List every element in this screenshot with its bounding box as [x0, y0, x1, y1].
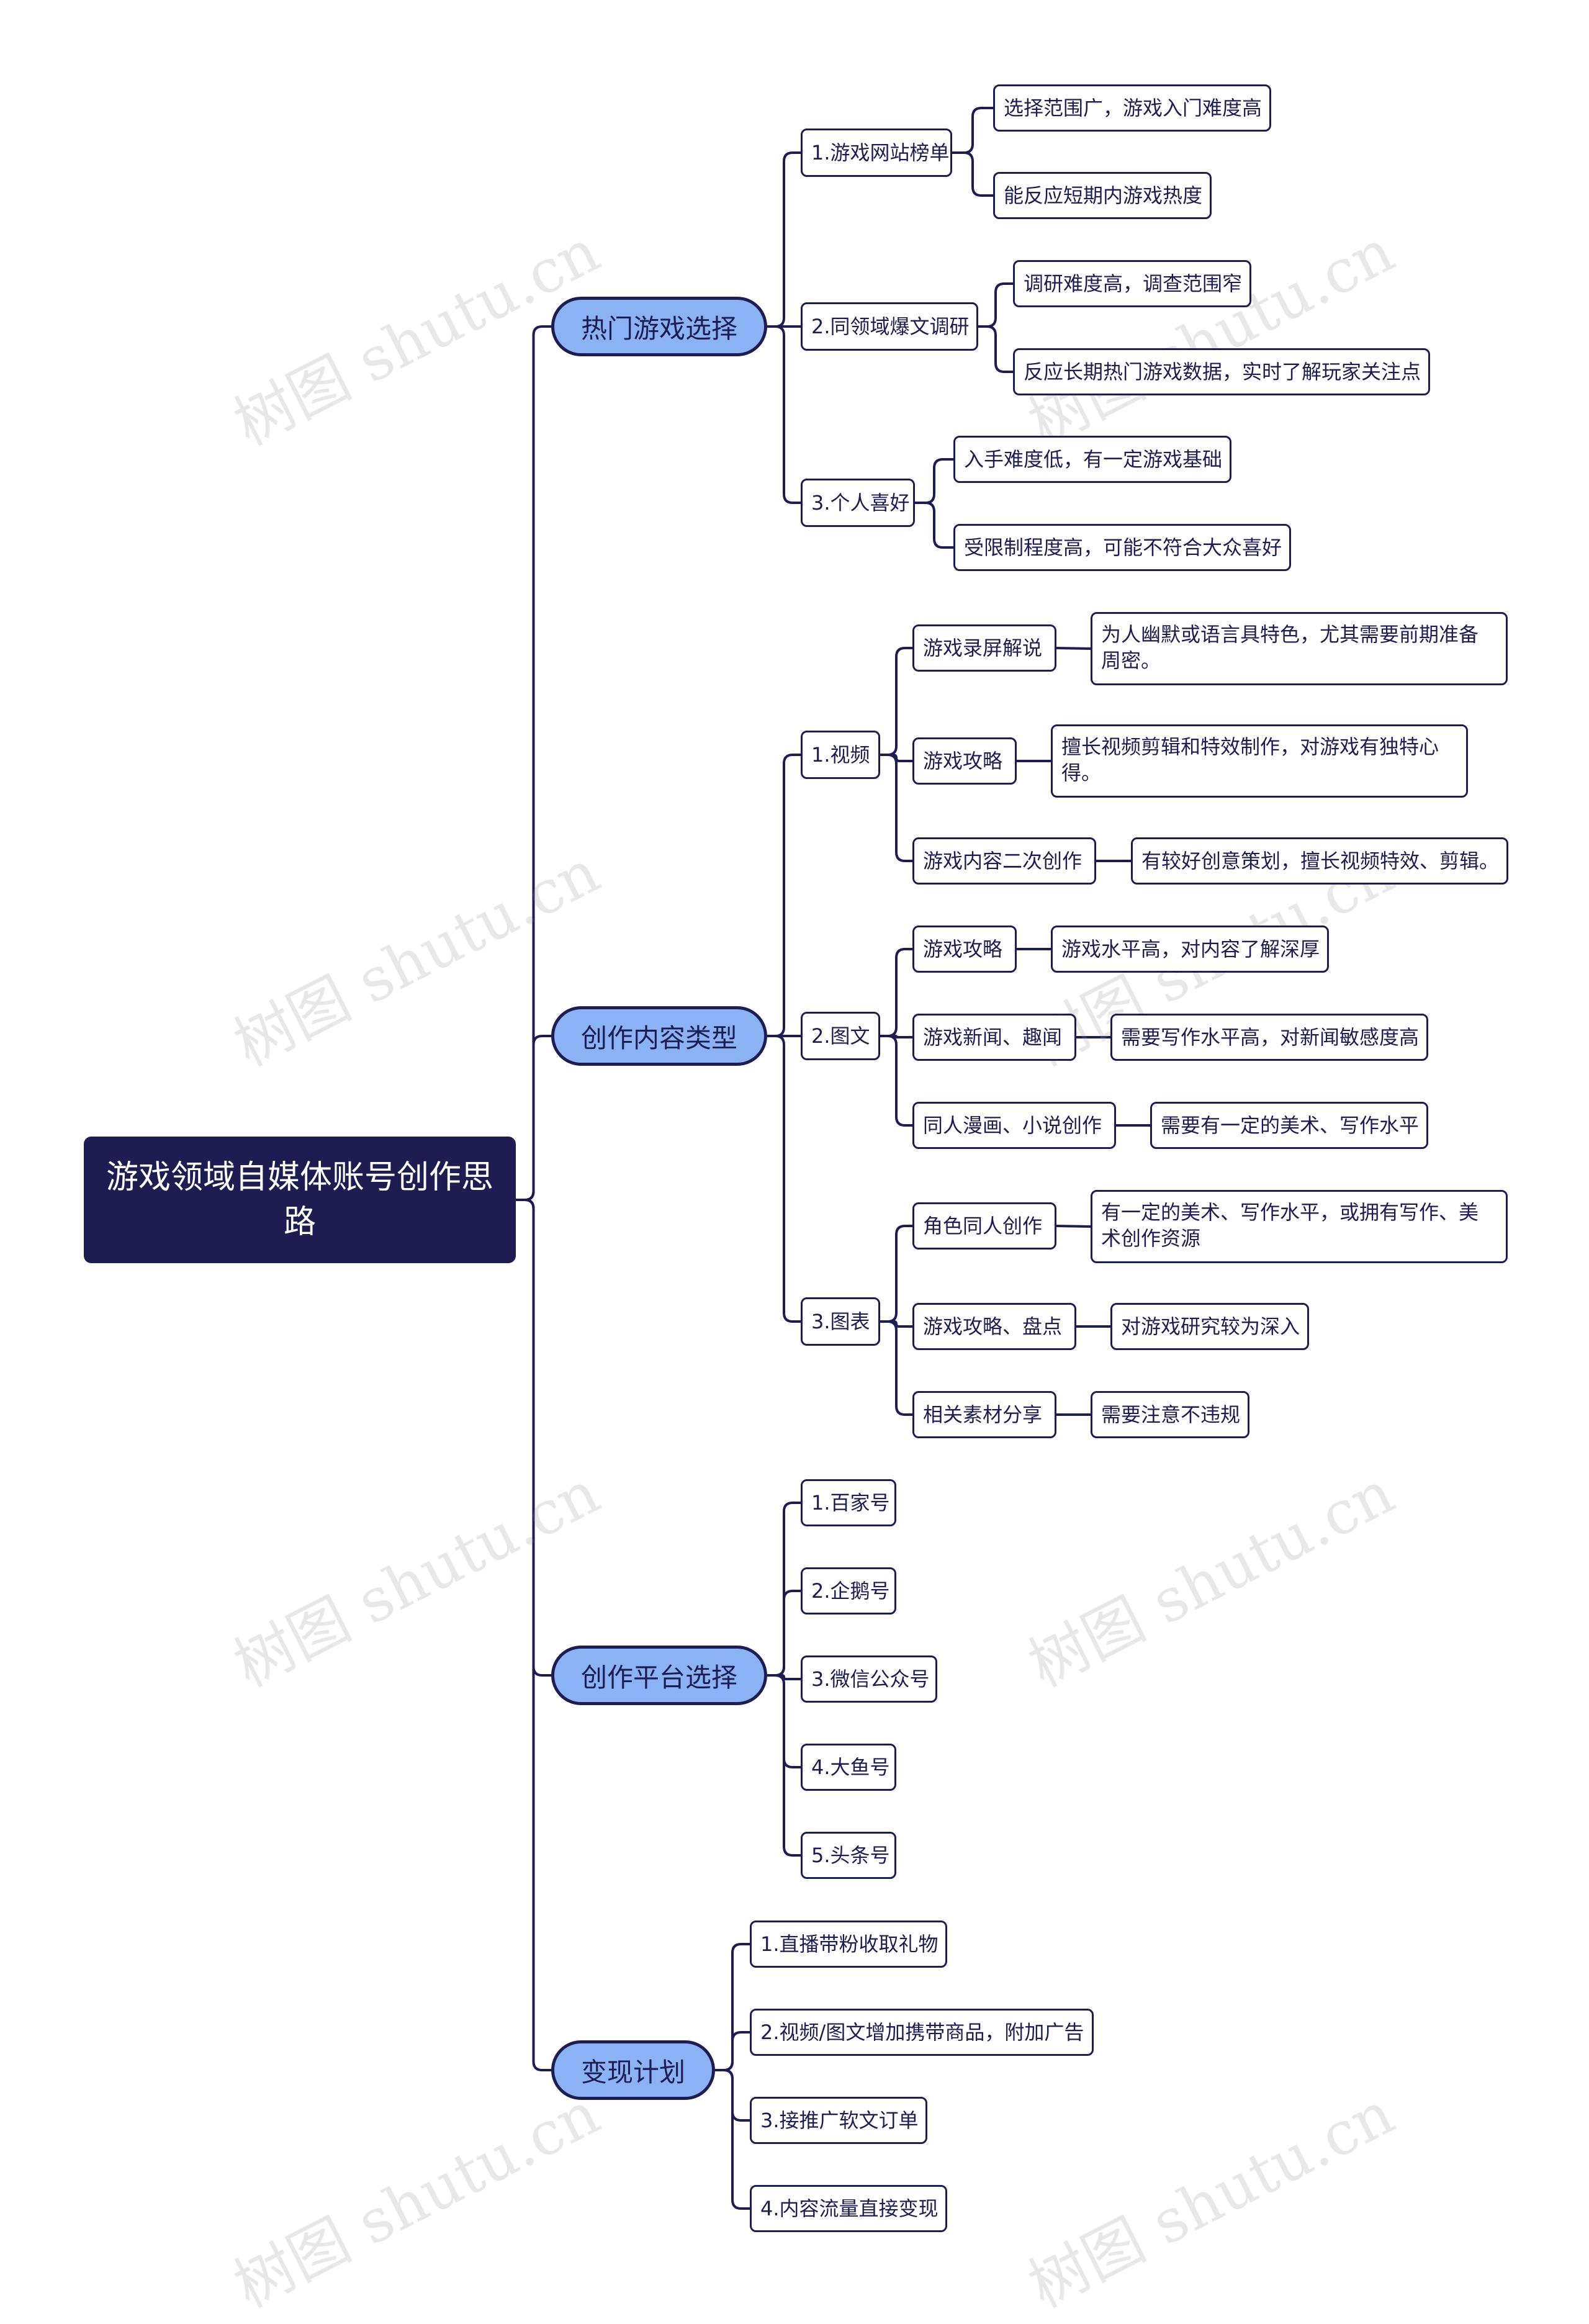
connector-line: [978, 325, 1013, 373]
platform-item[interactable]: 4.大鱼号: [801, 1744, 896, 1791]
detail-text: 擅长视频剪辑和特效制作，对游戏有独特心得。: [1051, 724, 1468, 798]
connector-line: [715, 2069, 750, 2210]
platform-item[interactable]: 3.微信公众号: [801, 1655, 937, 1703]
connector-line: [880, 1035, 912, 1127]
subtype-node[interactable]: 同人漫画、小说创作: [912, 1102, 1116, 1149]
connector-line: [880, 1035, 912, 1038]
platform-item[interactable]: 2.企鹅号: [801, 1567, 896, 1615]
connector-line: [880, 1320, 912, 1416]
connector-line: [915, 458, 953, 504]
connector-line: [767, 1035, 801, 1323]
detail-text: 有一定的美术、写作水平，或拥有写作、美术创作资源: [1091, 1190, 1508, 1263]
connector-line: [767, 325, 801, 504]
detail-text: 调研难度高，调查范围窄: [1013, 260, 1251, 307]
connector-line: [880, 1320, 912, 1328]
detail-text: 对游戏研究较为深入: [1110, 1303, 1309, 1350]
platform-item[interactable]: 1.百家号: [801, 1479, 896, 1526]
detail-text: 反应长期热门游戏数据，实时了解玩家关注点: [1013, 348, 1430, 395]
type-chart[interactable]: 3.图表: [801, 1297, 880, 1346]
subtype-node[interactable]: 游戏攻略: [912, 926, 1017, 973]
connector-line: [767, 1674, 801, 1680]
detail-text: 有较好创意策划，擅长视频特效、剪辑。: [1131, 837, 1508, 885]
detail-text: 能反应短期内游戏热度: [993, 172, 1212, 219]
connector-line: [880, 948, 912, 1037]
monetization-item[interactable]: 3.接推广软文订单: [750, 2097, 927, 2144]
connector-line: [767, 1674, 801, 1857]
topic-personal-preference[interactable]: 3.个人喜好: [801, 479, 915, 527]
platform-item[interactable]: 5.头条号: [801, 1832, 896, 1879]
branch-monetization-plan[interactable]: 变现计划: [551, 2040, 715, 2100]
subtype-node[interactable]: 游戏攻略、盘点: [912, 1303, 1076, 1350]
monetization-item[interactable]: 1.直播带粉收取礼物: [750, 1921, 947, 1968]
connector-line: [880, 1225, 912, 1323]
subtype-node[interactable]: 游戏录屏解说: [912, 624, 1056, 672]
connector-line: [880, 647, 912, 756]
type-video[interactable]: 1.视频: [801, 731, 880, 779]
connector-line: [767, 754, 801, 1037]
topic-same-field-research[interactable]: 2.同领域爆文调研: [801, 302, 978, 351]
type-image-text[interactable]: 2.图文: [801, 1012, 880, 1060]
detail-text: 需要注意不违规: [1091, 1391, 1249, 1438]
connector-line: [880, 754, 912, 862]
subtype-node[interactable]: 角色同人创作: [912, 1202, 1056, 1250]
subtype-node[interactable]: 游戏攻略: [912, 737, 1017, 785]
connector-line: [952, 151, 993, 197]
detail-text: 入手难度低，有一定游戏基础: [953, 436, 1231, 483]
root-node[interactable]: 游戏领域自媒体账号创作思路: [84, 1137, 516, 1263]
connector-line: [767, 1590, 801, 1677]
subtype-node[interactable]: 游戏内容二次创作: [912, 837, 1096, 885]
connector-line: [715, 2031, 750, 2071]
detail-text: 需要写作水平高，对新闻敏感度高: [1110, 1014, 1428, 1061]
subtype-node[interactable]: 相关素材分享: [912, 1391, 1056, 1438]
topic-game-site-ranking[interactable]: 1.游戏网站榜单: [801, 128, 952, 177]
detail-text: 为人幽默或语言具特色，尤其需要前期准备周密。: [1091, 612, 1508, 685]
branch-content-types[interactable]: 创作内容类型: [551, 1006, 767, 1066]
connector-line: [1056, 1225, 1091, 1228]
connector-line: [978, 282, 1013, 328]
detail-text: 选择范围广，游戏入门难度高: [993, 84, 1271, 132]
monetization-item[interactable]: 2.视频/图文增加携带商品，附加广告: [750, 2009, 1094, 2056]
monetization-item[interactable]: 4.内容流量直接变现: [750, 2185, 947, 2232]
detail-text: 受限制程度高，可能不符合大众喜好: [953, 524, 1291, 571]
connector-line: [516, 1035, 551, 1201]
connector-line: [767, 151, 801, 328]
detail-text: 游戏水平高，对内容了解深厚: [1051, 926, 1329, 973]
connector-line: [516, 1199, 551, 2071]
connector-line: [915, 502, 953, 549]
branch-platform-selection[interactable]: 创作平台选择: [551, 1646, 767, 1705]
branch-hot-game-selection[interactable]: 热门游戏选择: [551, 297, 767, 356]
connector-line: [1056, 647, 1091, 650]
connector-line: [952, 107, 993, 154]
detail-text: 需要有一定的美术、写作水平: [1150, 1102, 1428, 1149]
subtype-node[interactable]: 游戏新闻、趣闻: [912, 1014, 1076, 1061]
